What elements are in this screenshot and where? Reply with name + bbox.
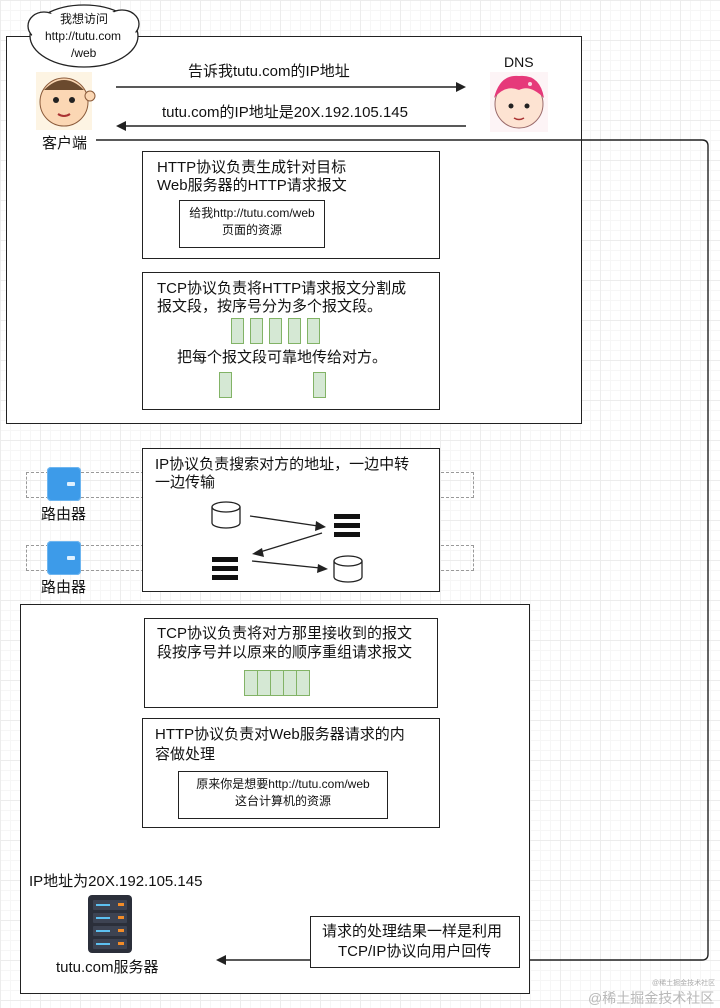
response-note-panel: [310, 916, 520, 968]
bubble-text-line3: /web: [71, 46, 97, 60]
router-label-1: 路由器: [41, 506, 87, 523]
router-icon: [47, 541, 81, 575]
tcp-segment: [244, 670, 258, 696]
tcp-segment: [257, 670, 271, 696]
server-label: tutu.com服务器: [56, 959, 159, 976]
tcp-segment: [307, 318, 320, 344]
tcp-segment: [288, 318, 301, 344]
tcp-reassemble-text-line1: TCP协议负责将对方那里接收到的报文: [157, 625, 413, 642]
tcp-segment: [269, 318, 282, 344]
dns-request-label: 告诉我tutu.com的IP地址: [188, 63, 350, 80]
dns-request-arrow: [116, 82, 466, 92]
tcp-segment: [296, 670, 310, 696]
ip-transfer-text-line2: 一边传输: [155, 474, 216, 491]
client-avatar-icon: [36, 72, 96, 130]
tcp-segment-receiver: [313, 372, 326, 398]
tcp-split-text-line2: 报文段，按序号分为多个报文段。: [157, 298, 383, 315]
bubble-text-line2: http://tutu.com: [45, 29, 122, 43]
dns-response-arrow: [116, 121, 466, 131]
tcp-segment: [270, 670, 284, 696]
http-request-note: 给我http://tutu.com/web 页面的资源: [179, 200, 325, 248]
client-label: 客户端: [42, 135, 88, 152]
tcp-segment: [231, 318, 244, 344]
server-ip-label: IP地址为20X.192.105.145: [29, 873, 203, 890]
router-icon: [47, 467, 81, 501]
router-label-2: 路由器: [41, 579, 87, 596]
bubble-text-line1: 我想访问: [60, 12, 109, 26]
http-process-note-line2: 这台计算机的资源: [234, 794, 331, 808]
ip-transfer-text-line1: IP协议负责搜索对方的地址，一边中转: [155, 456, 410, 473]
http-request-note-line2: 页面的资源: [221, 223, 282, 237]
http-process-text-line2: 容做处理: [155, 746, 216, 763]
response-note-line1: 请求的处理结果一样是利用: [322, 923, 503, 940]
thought-cloud: [27, 4, 140, 68]
dns-label: DNS: [504, 54, 534, 70]
http-process-text-line1: HTTP协议负责对Web服务器请求的内: [155, 726, 405, 743]
dns-response-label: tutu.com的IP地址是20X.192.105.145: [162, 104, 408, 121]
http-process-note: 原来你是想要http://tutu.com/web 这台计算机的资源: [178, 771, 388, 819]
tcp-segment: [283, 670, 297, 696]
http-request-note-line1: 给我http://tutu.com/web: [189, 206, 315, 220]
dns-avatar-icon: [490, 72, 548, 132]
tcp-split-text-line1: TCP协议负责将HTTP请求报文分割成: [157, 280, 407, 297]
response-note-line2: TCP/IP协议向用户回传: [338, 943, 492, 960]
http-process-note-line1: 原来你是想要http://tutu.com/web: [196, 777, 370, 791]
watermark-small: @稀土掘金技术社区: [652, 980, 716, 987]
http-request-text-line1: HTTP协议负责生成针对目标: [157, 159, 347, 176]
tcp-segment-sender: [219, 372, 232, 398]
watermark: @稀土掘金技术社区: [588, 990, 715, 1006]
tcp-reassemble-text-line2: 段按序号并以原来的顺序重组请求报文: [157, 644, 413, 661]
tcp-segment: [250, 318, 263, 344]
http-request-text-line2: Web服务器的HTTP请求报文: [157, 177, 347, 194]
tcp-split-text-line3: 把每个报文段可靠地传给对方。: [177, 349, 388, 366]
